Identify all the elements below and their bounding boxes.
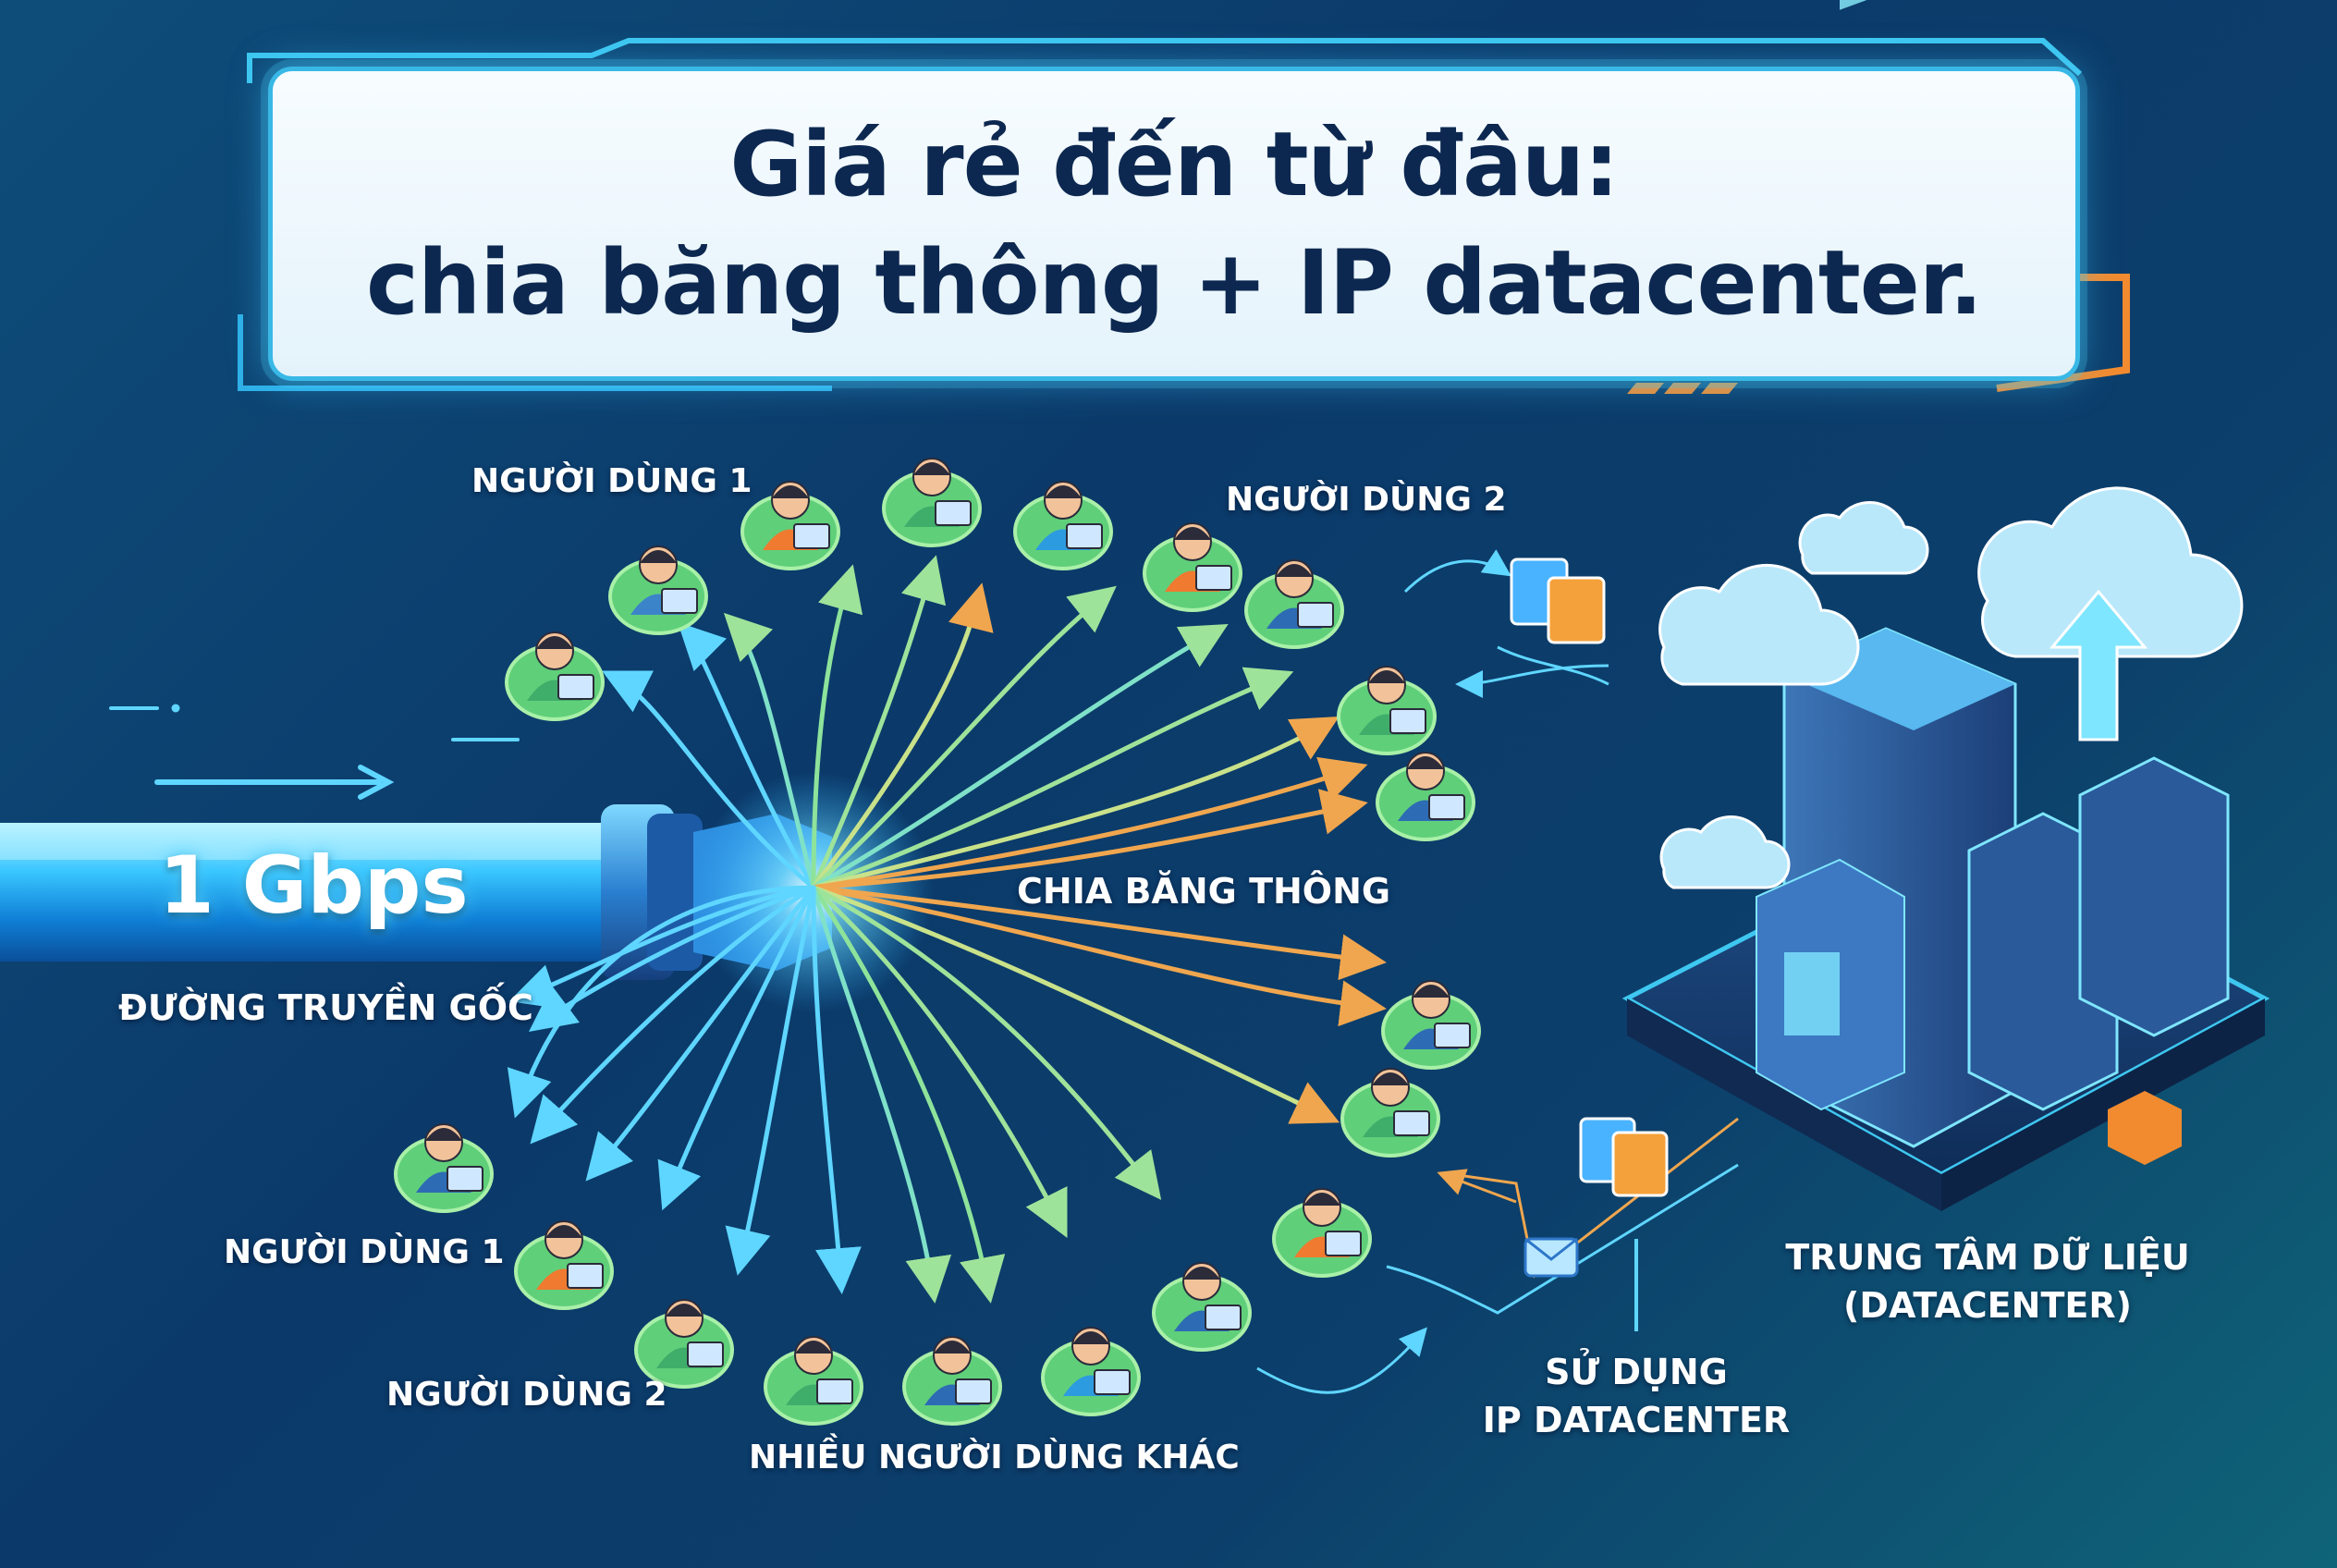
split-label: CHIA BĂNG THÔNG (1017, 871, 1391, 912)
user-laptop-icon (1013, 481, 1113, 570)
upload-arrow-icon (2049, 589, 2148, 741)
user-label-many: NHIỀU NGƯỜI DÙNG KHÁC (749, 1439, 1240, 1476)
user-laptop-icon (1376, 752, 1475, 841)
user-laptop-icon (634, 1299, 734, 1389)
user-laptop-icon (1381, 980, 1481, 1070)
title-line-2: chia băng thông + IP datacenter. (365, 231, 1983, 335)
user-avatars (394, 458, 1481, 1426)
user-laptop-icon (1143, 522, 1242, 612)
title-box: Giá rẻ đến từ đâu: chia băng thông + IP … (268, 67, 2080, 381)
user-laptop-icon (1244, 559, 1344, 649)
user-laptop-icon (1152, 1262, 1252, 1352)
user-laptop-icon (740, 481, 840, 570)
email-icon (1523, 1237, 1579, 1278)
user-laptop-icon (882, 458, 982, 547)
pipe-speed-label: 1 Gbps (159, 839, 469, 932)
datacenter-illustration (1621, 0, 2270, 1211)
ip-usage-line-2: IP DATACENTER (1482, 1400, 1791, 1440)
pipe-caption: ĐƯỜNG TRUYỀN GỐC (118, 987, 533, 1028)
title-line-1: Giá rẻ đến từ đâu: (729, 113, 1619, 216)
user-laptop-icon (1340, 1068, 1440, 1158)
user-label-bottom-1: NGƯỜI DÙNG 1 (224, 1233, 505, 1271)
speed-lines (109, 704, 520, 800)
user-label-top-2: NGƯỜI DÙNG 2 (1226, 481, 1507, 519)
user-laptop-icon (514, 1220, 614, 1310)
user-laptop-icon (902, 1336, 1002, 1426)
datacenter-label-line-2: (DATACENTER) (1843, 1285, 2132, 1326)
cloud-icon (1658, 486, 2244, 889)
datacenter-label: TRUNG TÂM DỮ LIỆU (DATACENTER) (1710, 1237, 2265, 1326)
user-laptop-icon (608, 545, 708, 635)
user-label-bottom-2: NGƯỜI DÙNG 2 (386, 1376, 667, 1414)
datacenter-links (1256, 549, 1739, 1394)
user-label-top-1: NGƯỜI DÙNG 1 (471, 462, 752, 500)
user-laptop-icon (505, 631, 605, 721)
document-icon (1510, 557, 1669, 1197)
user-laptop-icon (764, 1336, 863, 1426)
user-laptop-icon (1272, 1188, 1372, 1278)
fiber-arrows (507, 555, 1387, 1304)
datacenter-label-line-1: TRUNG TÂM DỮ LIỆU (1785, 1237, 2190, 1278)
user-laptop-icon (1041, 1327, 1141, 1416)
ip-usage-label: SỬ DỤNG IP DATACENTER (1442, 1352, 1830, 1440)
user-laptop-icon (1337, 666, 1437, 755)
user-laptop-icon (394, 1123, 494, 1213)
ip-usage-line-1: SỬ DỤNG (1545, 1352, 1728, 1392)
